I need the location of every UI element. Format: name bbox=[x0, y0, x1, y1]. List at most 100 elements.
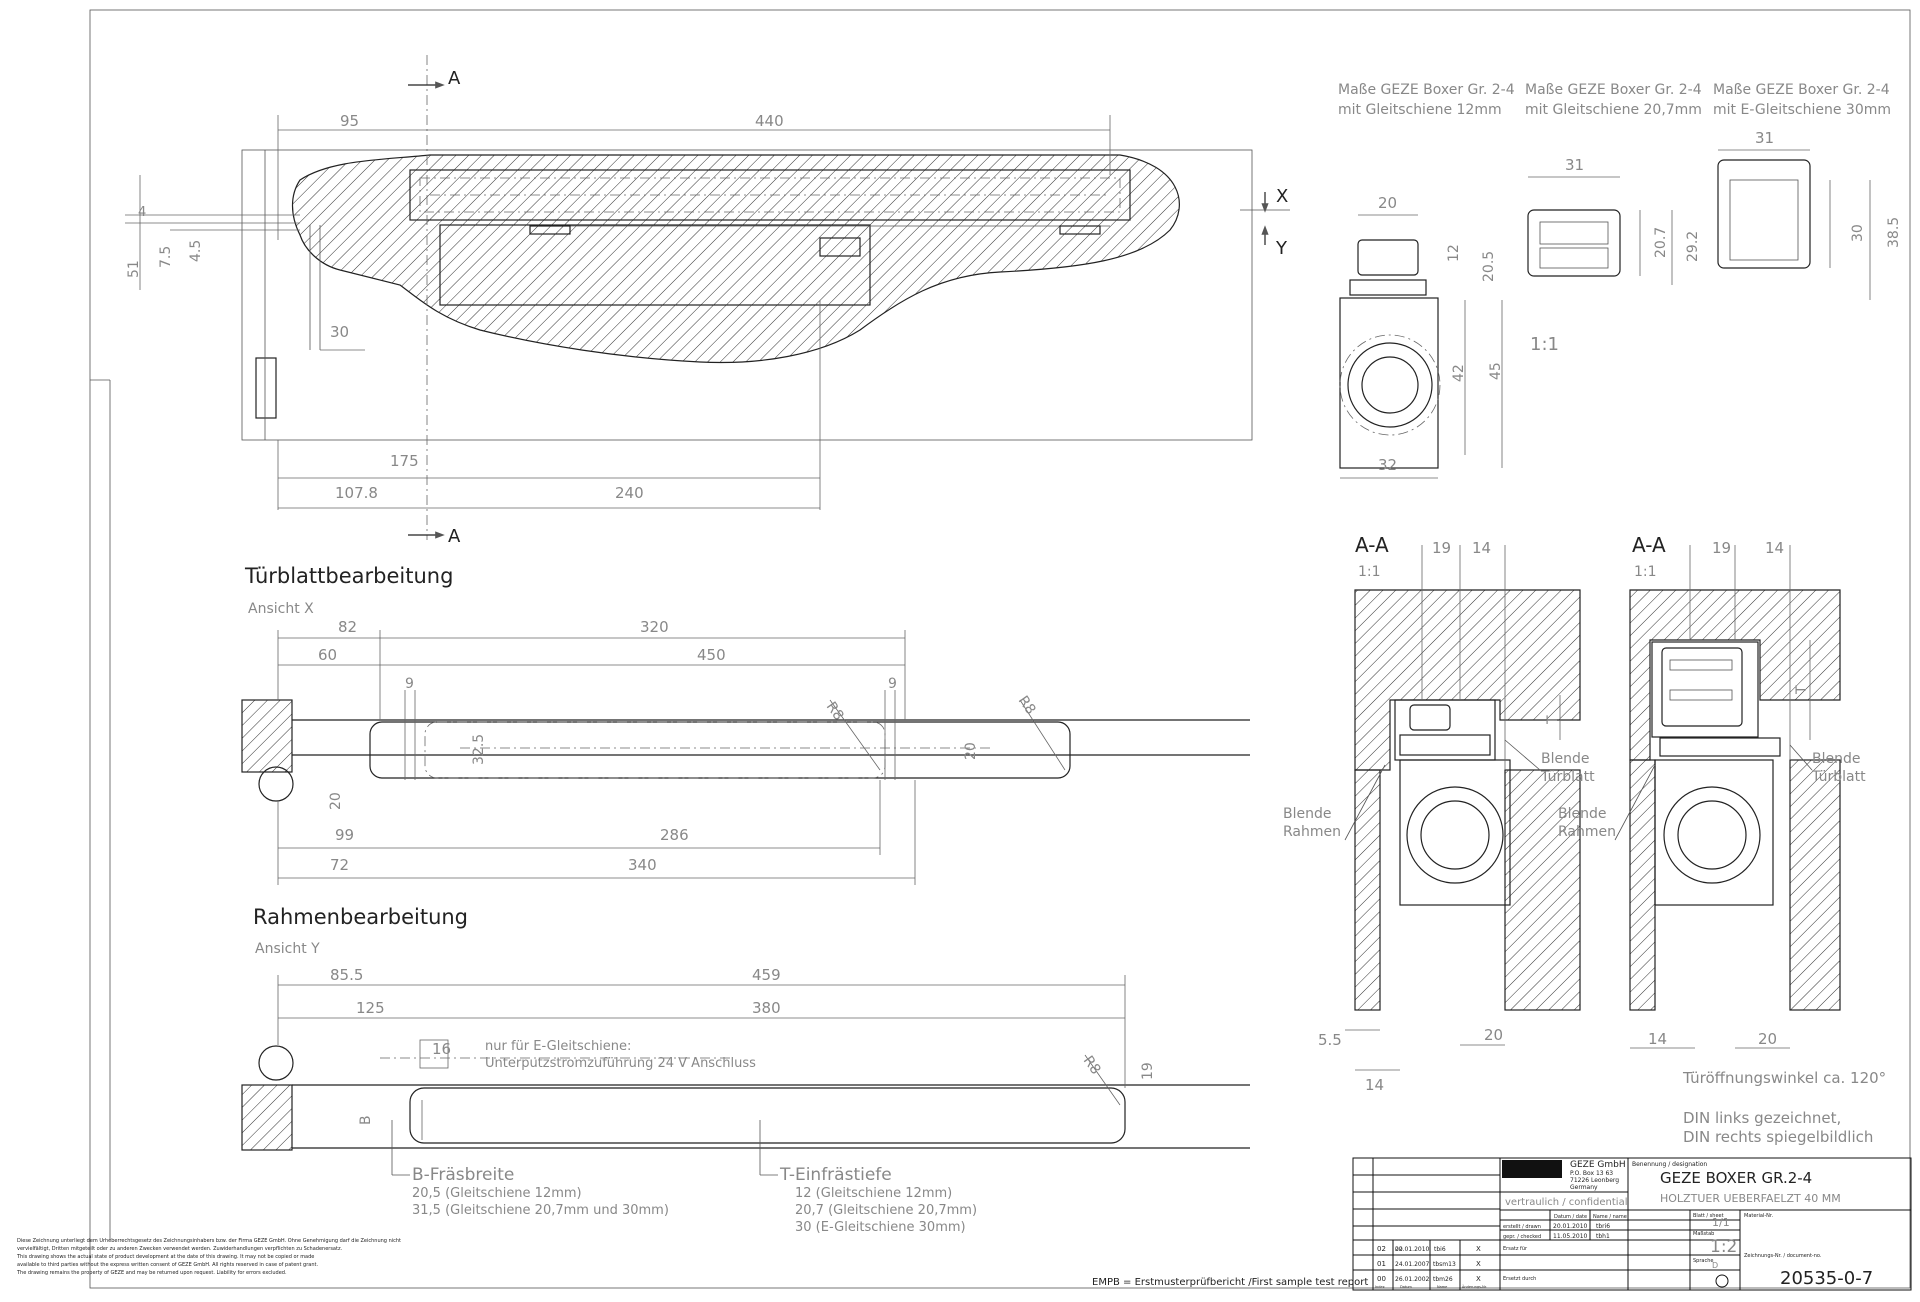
blende-tuerblatt-left-1: Blende bbox=[1541, 751, 1589, 767]
rev-row-1-name: tbsm13 bbox=[1433, 1261, 1456, 1268]
scale-header: Maßstab bbox=[1693, 1231, 1714, 1237]
rail-profile-20mm bbox=[1527, 209, 1621, 277]
checked-date: 11.05.2010 bbox=[1553, 1233, 1588, 1240]
dim-5.5-section: 5.5 bbox=[1318, 1031, 1342, 1049]
frame-view: Rahmenbearbeitung Ansicht Y 16 R8 19 B n… bbox=[241, 905, 1250, 1235]
dim-31-profile-b: 31 bbox=[1565, 156, 1584, 174]
frame-subtitle: Ansicht Y bbox=[255, 941, 320, 957]
dim-20-slot: 20 bbox=[963, 742, 979, 760]
section-mark-a-bottom: A bbox=[448, 526, 461, 547]
rev-row-1-index: 01 bbox=[1377, 1260, 1386, 1268]
b-width-label: B-Fräsbreite bbox=[412, 1165, 514, 1185]
dim-240: 240 bbox=[615, 484, 644, 502]
door-outline bbox=[241, 149, 1253, 441]
t-depth-value-1: 12 (Gleitschiene 12mm) bbox=[795, 1186, 952, 1201]
legal-line-2: vervielfältigt, Dritten mitgeteilt oder … bbox=[17, 1246, 343, 1252]
section-label-right: A-A bbox=[1632, 533, 1666, 557]
dim-51: 51 bbox=[126, 260, 142, 278]
t-depth-label: T-Einfrästiefe bbox=[779, 1165, 892, 1185]
rev-row-2-name: tbm26 bbox=[1433, 1276, 1453, 1283]
blende-rahmen-left-1: Blende bbox=[1283, 806, 1331, 822]
rev-row-2-x: X bbox=[1476, 1275, 1481, 1283]
legal-notice: Diese Zeichnung unterliegt dem Urheberre… bbox=[16, 1238, 401, 1276]
dim-7.5: 7.5 bbox=[158, 246, 174, 268]
replaced-by-label: Ersetzt durch bbox=[1503, 1276, 1536, 1282]
profile-details: Maße GEZE Boxer Gr. 2-4 mit Gleitschiene… bbox=[1338, 82, 1902, 479]
dim-9-right: 9 bbox=[888, 676, 897, 692]
section-scale-left: 1:1 bbox=[1358, 564, 1381, 580]
caption-12mm-line2: mit Gleitschiene 12mm bbox=[1338, 102, 1502, 118]
dim-20-section-bottom-left: 20 bbox=[1484, 1026, 1503, 1044]
dim-72: 72 bbox=[330, 856, 349, 874]
caption-30mm-line1: Maße GEZE Boxer Gr. 2-4 bbox=[1713, 82, 1890, 98]
dim-4: 4 bbox=[138, 205, 146, 220]
rev-header-index: Index bbox=[1375, 1285, 1385, 1289]
section-scale-right: 1:1 bbox=[1634, 564, 1657, 580]
frame-section-left bbox=[241, 699, 293, 773]
rev-header-date: Datum bbox=[1400, 1285, 1412, 1289]
dim-30-profile-c: 30 bbox=[1850, 224, 1866, 242]
date-header: Datum / date bbox=[1554, 1214, 1587, 1220]
blende-tuerblatt-right-1: Blende bbox=[1812, 751, 1860, 767]
rev-header-name: Name bbox=[1437, 1285, 1447, 1289]
document-number-header: Zeichnungs-Nr. / document-no. bbox=[1744, 1253, 1822, 1259]
opening-angle-note: Türöffnungswinkel ca. 120° bbox=[1682, 1069, 1886, 1087]
replaces-label: Ersatz für bbox=[1503, 1246, 1528, 1252]
dim-60: 60 bbox=[318, 646, 337, 664]
dim-19: 19 bbox=[1140, 1062, 1156, 1080]
rev-row-1-x: X bbox=[1476, 1260, 1481, 1268]
section-aa-right: A-A 1:1 19 14 T Blende Türblatt Blende R… bbox=[1558, 533, 1866, 1049]
dim-9-left: 9 bbox=[405, 676, 414, 692]
dim-14-section-left: 14 bbox=[1472, 539, 1491, 557]
caption-20mm-line1: Maße GEZE Boxer Gr. 2-4 bbox=[1525, 82, 1702, 98]
view-mark-x: X bbox=[1276, 186, 1288, 207]
scale-value: 1:2 bbox=[1710, 1237, 1737, 1257]
dim-19-section-right: 19 bbox=[1712, 539, 1731, 557]
blende-tuerblatt-right-2: Türblatt bbox=[1811, 769, 1866, 785]
rail-profile-12mm bbox=[1357, 239, 1419, 276]
hinge-pin bbox=[258, 766, 294, 802]
rev-header-change: Änderungs-Nr. bbox=[1462, 1284, 1487, 1289]
caption-12mm-line1: Maße GEZE Boxer Gr. 2-4 bbox=[1338, 82, 1515, 98]
section-aa-left: A-A 1:1 19 14 T Blende Türblatt Blende R… bbox=[1283, 533, 1595, 1094]
top-view: A A X Y 95 440 4 7.5 4.5 51 30 175 107.8… bbox=[125, 55, 1290, 547]
legal-line-3: This drawing shows the actual state of p… bbox=[16, 1254, 314, 1260]
sheet-value: 1/1 bbox=[1712, 1216, 1730, 1229]
din-note-line2: DIN rechts spiegelbildlich bbox=[1683, 1128, 1873, 1146]
rev-row-0-index: 02 bbox=[1377, 1245, 1386, 1253]
door-section-hatch-left bbox=[1354, 589, 1581, 771]
dim-14-section-bottom-right: 14 bbox=[1648, 1030, 1667, 1048]
dim-12-profile-a: 12 bbox=[1446, 244, 1462, 262]
frame-title: Rahmenbearbeitung bbox=[253, 905, 468, 929]
t-mark-left: T bbox=[1545, 715, 1561, 725]
title-block: 02 02 20.01.2010 tbi6 X 01 24.01.2007 tb… bbox=[1352, 1157, 1912, 1291]
view-mark-y: Y bbox=[1275, 238, 1288, 259]
dim-20-profile-a: 20 bbox=[1378, 194, 1397, 212]
sheet-frame bbox=[89, 9, 1911, 1289]
drawn-name: tbri6 bbox=[1596, 1223, 1610, 1230]
dim-20.5-profile-a: 20.5 bbox=[1481, 251, 1497, 282]
dim-320: 320 bbox=[640, 618, 669, 636]
closer-body-section bbox=[291, 154, 1180, 364]
dim-125: 125 bbox=[356, 999, 385, 1017]
din-note-line1: DIN links gezeichnet, bbox=[1683, 1109, 1841, 1127]
company-name: GEZE GmbH bbox=[1570, 1160, 1626, 1170]
t-mark-right: T bbox=[1794, 685, 1810, 695]
company-city: 71226 Leonberg bbox=[1570, 1177, 1619, 1184]
dim-95: 95 bbox=[340, 112, 359, 130]
geze-logo bbox=[1502, 1160, 1562, 1178]
dim-107.8: 107.8 bbox=[335, 484, 378, 502]
blende-tuerblatt-left-2: Türblatt bbox=[1540, 769, 1595, 785]
dim-20.7-profile-b: 20.7 bbox=[1653, 227, 1669, 258]
company-country: Germany bbox=[1570, 1184, 1598, 1191]
dim-450: 450 bbox=[697, 646, 726, 664]
dim-32-profile-a: 32 bbox=[1378, 456, 1397, 474]
dim-14-section-right: 14 bbox=[1765, 539, 1784, 557]
material-header: Material-Nr. bbox=[1744, 1213, 1773, 1219]
dim-29.2-profile-b: 29.2 bbox=[1685, 231, 1701, 262]
door-leaf-subtitle: Ansicht X bbox=[248, 601, 314, 617]
designation-label: Benennung / designation bbox=[1632, 1161, 1707, 1168]
frame-note-line1: nur für E-Gleitschiene: bbox=[485, 1039, 631, 1054]
t-depth-value-2: 20,7 (Gleitschiene 20,7mm) bbox=[795, 1203, 977, 1218]
